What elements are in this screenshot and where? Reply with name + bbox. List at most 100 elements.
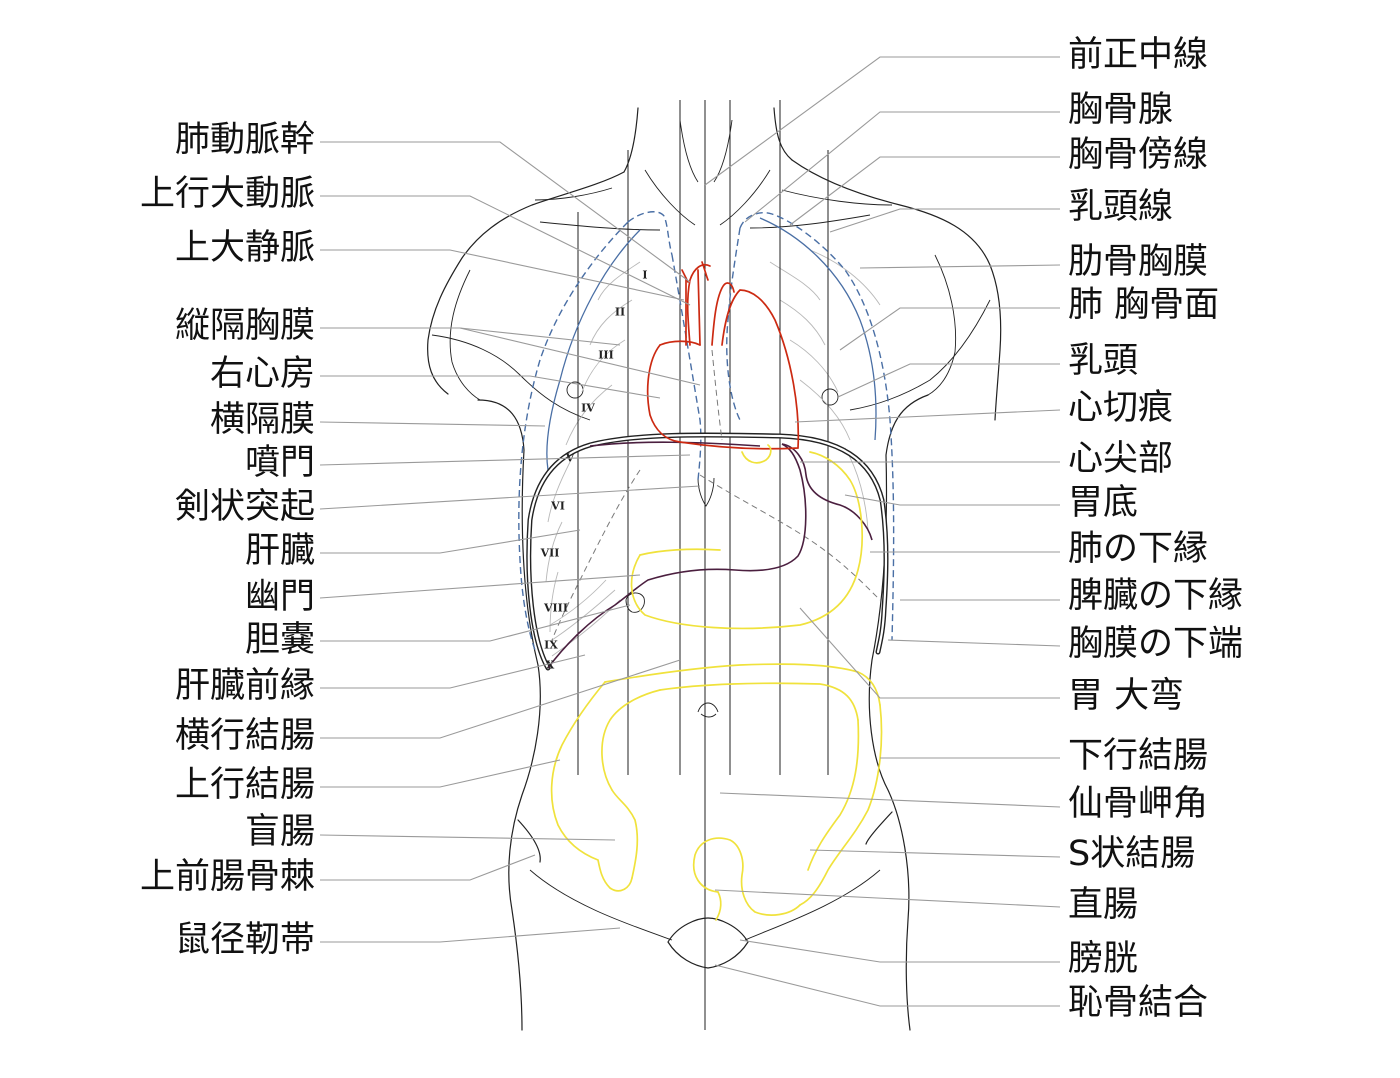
labels-right: 前正中線 胸骨腺 胸骨傍線 乳頭線 肋骨胸膜 肺 胸骨面 乳頭 心切痕 心尖部 … xyxy=(1068,35,1243,1023)
lung-left-border xyxy=(546,229,641,471)
descending-colon-inner xyxy=(807,719,860,871)
leader-superior-vena-cava xyxy=(320,249,685,301)
label-mediastinal-pleura: 縦隔胸膜 xyxy=(175,306,315,346)
rib-numeral-8: VIII xyxy=(543,602,568,615)
rib-line xyxy=(551,589,616,641)
stomach-greater-curvature-shape xyxy=(630,451,863,630)
iliac-crest-left xyxy=(517,819,541,863)
leader-liver xyxy=(320,529,581,554)
label-lung-lower-border: 肺の下縁 xyxy=(1068,529,1208,569)
label-superior-vena-cava: 上大静脈 xyxy=(175,228,315,268)
rib-line xyxy=(581,339,626,393)
rib-line xyxy=(597,261,641,301)
right-atrium-shape xyxy=(659,340,701,346)
liver-and-stomach xyxy=(547,441,873,669)
lung-lower-border xyxy=(526,432,889,671)
rib-numeral-9: IX xyxy=(544,639,558,652)
trapezius-left xyxy=(534,187,613,201)
label-cardiac-notch: 心切痕 xyxy=(1068,388,1173,428)
leader-pylorus xyxy=(319,574,641,599)
leader-nipple xyxy=(837,363,1060,398)
groin-left xyxy=(529,869,673,941)
bladder-outline xyxy=(667,917,749,969)
clavicle-right xyxy=(749,214,871,229)
arm-right-inner xyxy=(927,254,957,396)
leader-pulmonary-trunk xyxy=(320,141,691,283)
liver-upper-edge xyxy=(589,441,761,447)
label-mammillary-line: 乳頭線 xyxy=(1068,187,1173,227)
neck-right xyxy=(773,107,793,161)
stomach-outline xyxy=(781,443,873,541)
label-pylorus: 幽門 xyxy=(245,577,315,617)
leader-xiphoid-process xyxy=(319,485,701,510)
label-xiphoid-process: 剣状突起 xyxy=(175,487,315,527)
rib-line xyxy=(589,299,633,346)
label-sacral-promontory: 仙骨岬角 xyxy=(1068,784,1208,824)
label-pleura-lower-end: 胸膜の下端 xyxy=(1068,624,1243,664)
rib-line xyxy=(789,339,839,393)
label-stomach-greater-curvature: 胃 大弯 xyxy=(1068,676,1184,716)
leader-anterior-superior-iliac-spine xyxy=(320,854,536,881)
label-sigmoid-colon: S状結腸 xyxy=(1068,834,1195,874)
shoulder-left xyxy=(427,171,625,395)
rib-line xyxy=(769,261,821,301)
intestines xyxy=(550,444,883,921)
label-cardiac-apex: 心尖部 xyxy=(1068,439,1173,479)
leader-lines-left xyxy=(319,141,701,943)
navel xyxy=(697,702,719,718)
inner-dashed-lines xyxy=(551,349,881,641)
lung-right-border xyxy=(759,217,877,441)
label-gallbladder: 胆嚢 xyxy=(245,620,315,660)
pleura-left-apex xyxy=(627,211,673,256)
label-sternal-line: 胸骨腺 xyxy=(1068,90,1173,130)
trapezius-right xyxy=(781,189,893,206)
rib-numeral-7: VII xyxy=(540,547,560,560)
leader-sternal-line xyxy=(744,111,1060,223)
label-anterior-superior-iliac-spine: 上前腸骨棘 xyxy=(140,857,315,897)
label-cecum: 盲腸 xyxy=(245,812,315,852)
label-ascending-aorta: 上行大動脈 xyxy=(140,174,315,214)
leader-stomach-greater-curvature xyxy=(799,607,1060,699)
ascending-colon-inner xyxy=(601,689,661,791)
label-costal-pleura: 肋骨胸膜 xyxy=(1068,242,1208,282)
label-ascending-colon: 上行結腸 xyxy=(175,765,315,805)
stomach-lesser-curvature-shape xyxy=(639,548,721,556)
trachea-right xyxy=(713,119,733,183)
rib-line xyxy=(545,521,563,583)
transverse-colon-shape xyxy=(604,663,881,706)
descending-colon-shape xyxy=(799,704,883,906)
rib-numeral-2: II xyxy=(615,306,625,319)
pleura-left-mediastinal xyxy=(671,254,702,481)
label-transverse-colon: 横行結腸 xyxy=(175,716,315,756)
leader-parasternal-line xyxy=(789,156,1060,226)
label-pubic-symphysis: 恥骨結合 xyxy=(1068,983,1208,1023)
pulmonary-trunk-shape xyxy=(711,282,735,346)
label-lung-sternal-surface: 肺 胸骨面 xyxy=(1068,285,1219,325)
gallbladder-shape xyxy=(625,592,645,613)
leader-diaphragm xyxy=(319,421,546,427)
label-spleen-lower-border: 脾臓の下縁 xyxy=(1068,576,1243,616)
leader-transverse-colon xyxy=(320,659,681,739)
shoulder-right xyxy=(791,159,1002,421)
neck-left xyxy=(623,107,639,173)
pleura-left-outer xyxy=(518,221,629,651)
pectoral-right xyxy=(849,299,991,411)
leader-inguinal-ligament xyxy=(320,927,621,943)
label-descending-colon: 下行結腸 xyxy=(1068,736,1208,776)
label-rectum: 直腸 xyxy=(1068,885,1138,925)
leader-cardia xyxy=(319,454,691,466)
rib-numeral-6: VI xyxy=(550,500,565,513)
leader-bladder xyxy=(739,939,1060,963)
label-inguinal-ligament: 鼠径靭帯 xyxy=(175,920,315,960)
sternocleidomastoid-left xyxy=(644,169,696,226)
leader-pubic-symphysis xyxy=(714,964,1060,1007)
label-pulmonary-trunk: 肺動脈幹 xyxy=(175,120,315,160)
xiphoid-shape xyxy=(697,477,715,507)
label-right-atrium: 右心房 xyxy=(210,354,315,394)
leader-sacral-promontory xyxy=(719,792,1061,808)
lung-edge-dashed xyxy=(551,469,641,641)
leader-gallbladder xyxy=(320,604,631,642)
label-cardia: 噴門 xyxy=(245,443,315,483)
stomach-dashed xyxy=(699,474,881,601)
